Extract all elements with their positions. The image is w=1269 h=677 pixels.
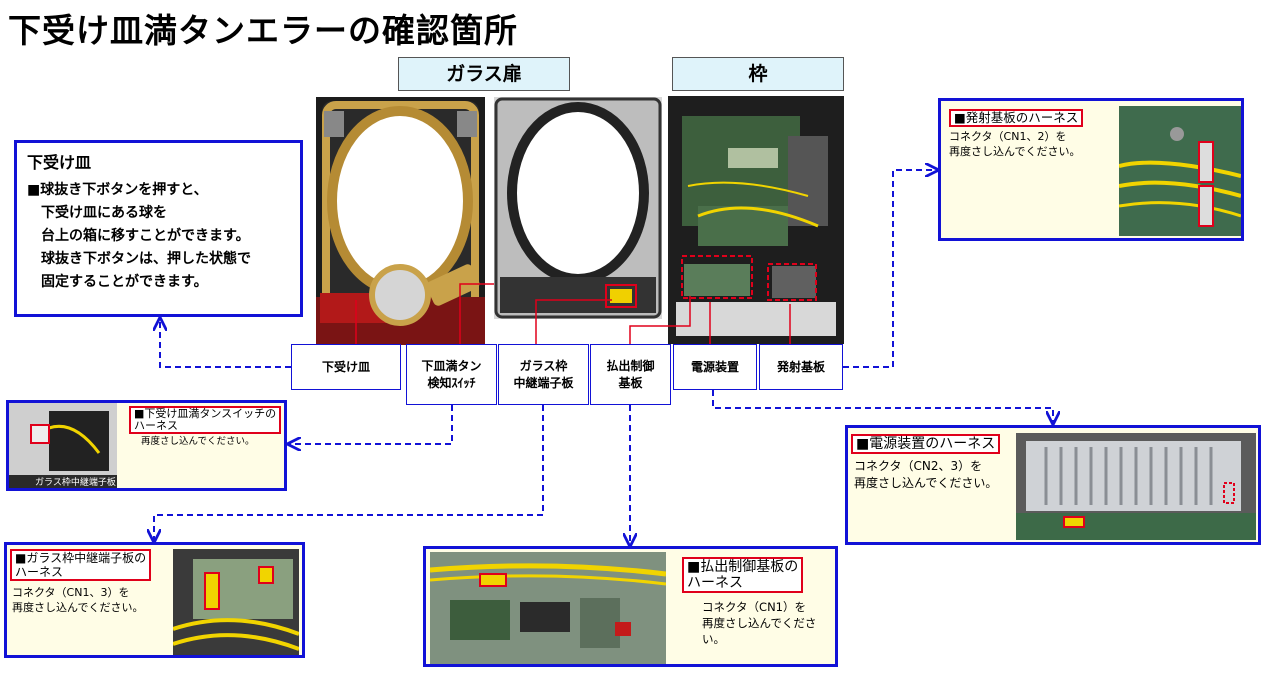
launch-board-illustration [1119,106,1241,236]
info-line: ■球抜き下ボタンを押すと、 [27,182,208,198]
info-line: 球抜き下ボタンは、押した状態で [27,251,251,267]
callout-full-switch[interactable]: 下皿満タン 検知ｽｲｯﾁ [406,344,497,405]
payout-board-illustration [430,552,666,664]
harness-title: ■電源装置のハーネス [851,434,1001,454]
full-switch-photo: ガラス枠中継端子板 [9,403,117,488]
launch-board-photo [1119,106,1241,236]
glass-door-back-photo [494,97,662,319]
glass-relay-illustration [173,549,299,655]
harness-desc: コネクタ（CN1）を 再度さし込んでください。 [702,600,817,646]
detail-launch-board-harness: ■発射基板のハーネス コネクタ（CN1、2）を 再度さし込んでください。 [938,98,1244,241]
info-line: 固定することができます。 [27,274,208,290]
harness-desc: 再度さし込んでください。 [141,436,255,447]
info-panel-heading: 下受け皿 [27,153,92,172]
power-unit-photo [1016,433,1256,540]
glass-door-front-photo [316,97,485,345]
detail-full-switch-harness: ガラス枠中継端子板 ■下受け皿満タンスイッチの ハーネス 再度さし込んでください… [6,400,287,491]
harness-title: ■ガラス枠中継端子板の ハーネス [10,549,152,581]
callout-power-unit[interactable]: 電源装置 [673,344,757,390]
harness-desc: コネクタ（CN1、2）を 再度さし込んでください。 [949,130,1081,158]
harness-desc: コネクタ（CN1、3）を 再度さし込んでください。 [12,586,144,614]
section-label-glass-door: ガラス扉 [398,57,570,91]
detail-glass-relay-harness: ■ガラス枠中継端子板の ハーネス コネクタ（CN1、3）を 再度さし込んでくださ… [4,542,305,658]
page-title: 下受け皿満タンエラーの確認箇所 [8,11,518,50]
callout-glass-relay-board[interactable]: ガラス枠 中継端子板 [498,344,589,405]
info-line: 台上の箱に移すことができます。 [27,228,250,244]
detail-power-unit-harness: ■電源装置のハーネス コネクタ（CN2、3）を 再度さし込んでください。 [845,425,1261,545]
info-panel-lower-tray: 下受け皿 ■球抜き下ボタンを押すと、 下受け皿にある球を 台上の箱に移すことがで… [14,140,303,317]
harness-desc: コネクタ（CN2、3）を 再度さし込んでください。 [854,459,998,490]
harness-title: ■下受け皿満タンスイッチの ハーネス [129,406,282,434]
harness-title: ■発射基板のハーネス [949,109,1084,127]
info-line: 下受け皿にある球を [27,205,167,221]
callout-launch-board[interactable]: 発射基板 [759,344,843,390]
harness-title: ■払出制御基板の ハーネス [682,557,804,593]
callout-payout-board[interactable]: 払出制御 基板 [590,344,671,405]
photo-caption: ガラス枠中継端子板 [35,478,116,488]
frame-photo [668,96,844,344]
detail-payout-board-harness: ■払出制御基板の ハーネス コネクタ（CN1）を 再度さし込んでください。 [423,546,838,667]
glass-door-back-illustration [494,97,662,319]
callout-lower-tray[interactable]: 下受け皿 [291,344,401,390]
frame-illustration [668,96,844,344]
power-unit-illustration [1016,433,1256,540]
payout-board-photo [430,552,666,664]
glass-relay-photo [173,549,299,655]
glass-door-front-illustration [316,101,485,345]
full-switch-illustration [9,403,117,488]
section-label-frame: 枠 [672,57,844,91]
